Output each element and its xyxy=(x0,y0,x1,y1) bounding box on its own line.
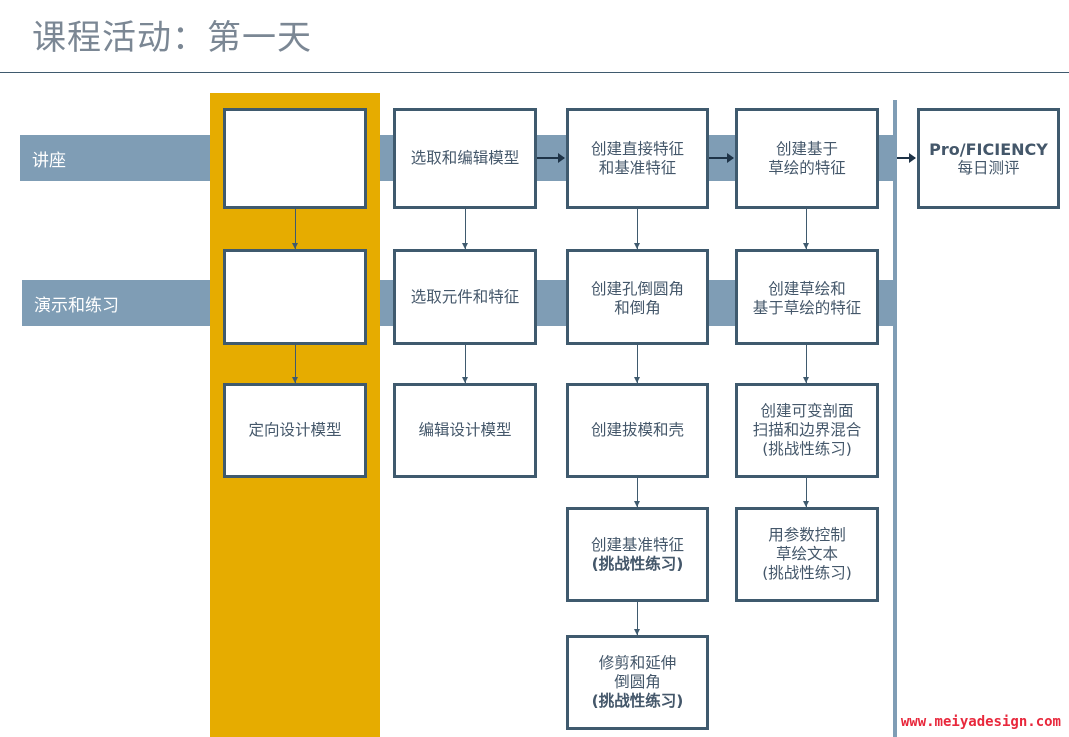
box-label: 创建拔模和壳 xyxy=(590,421,684,439)
box-label: (挑战性练习) xyxy=(762,440,852,458)
arrow-down xyxy=(803,345,809,383)
empty-box xyxy=(223,108,367,209)
box-label: 创建基准特征 xyxy=(590,535,684,554)
arrow-down xyxy=(634,209,640,249)
box-label: 和倒角 xyxy=(614,299,661,317)
box-label: 创建草绘和 xyxy=(768,280,846,298)
flow-box: 定向设计模型 xyxy=(223,383,367,478)
box-label: 选取和编辑模型 xyxy=(410,149,520,167)
box-label: 编辑设计模型 xyxy=(418,421,512,439)
flow-box: 选取元件和特征 xyxy=(393,249,537,345)
flow-box: 创建孔倒圆角和倒角 xyxy=(566,249,709,345)
arrow-down xyxy=(292,345,298,383)
flow-box: 选取和编辑模型 xyxy=(393,108,537,209)
box-label: 草绘的特征 xyxy=(768,158,846,177)
day-divider xyxy=(893,100,897,737)
arrow-down xyxy=(634,345,640,383)
box-label: 选取元件和特征 xyxy=(410,287,520,306)
box-label: (挑战性练习) xyxy=(591,554,684,573)
arrow-down xyxy=(634,478,640,507)
box-label: 草绘文本 xyxy=(775,545,838,563)
box-label: 修剪和延伸 xyxy=(598,654,677,672)
box-label: 用参数控制 xyxy=(768,526,846,544)
box-label: 创建孔倒圆角 xyxy=(590,280,684,298)
arrow-down xyxy=(462,209,468,249)
arrow-right xyxy=(537,153,565,163)
watermark: www.meiyadesign.com xyxy=(900,714,1061,730)
flow-box: 编辑设计模型 xyxy=(393,383,537,478)
box-label: Pro/FICIENCY xyxy=(929,139,1048,159)
lane-label: 演示和练习 xyxy=(34,295,119,316)
box-label: 和基准特征 xyxy=(598,158,677,177)
box-label: 定向设计模型 xyxy=(248,421,342,439)
page-title: 课程活动：第一天 xyxy=(32,18,312,58)
flow-box: 创建基于草绘的特征 xyxy=(735,108,879,209)
flow-box: 创建可变剖面扫描和边界混合(挑战性练习) xyxy=(735,383,879,478)
box-label: 基于草绘的特征 xyxy=(752,299,862,317)
flow-box: 创建基准特征(挑战性练习) xyxy=(566,507,709,602)
box-label: 创建基于 xyxy=(775,139,838,158)
arrow-down xyxy=(292,209,298,249)
flow-box: 创建草绘和基于草绘的特征 xyxy=(735,249,879,345)
box-label: 扫描和边界混合 xyxy=(752,421,862,439)
arrow-down xyxy=(803,209,809,249)
arrow-down xyxy=(803,478,809,507)
box-label: 每日测评 xyxy=(957,158,1020,177)
flow-box: 创建直接特征和基准特征 xyxy=(566,108,709,209)
flow-box: 用参数控制草绘文本(挑战性练习) xyxy=(735,507,879,602)
arrow-down xyxy=(634,602,640,635)
empty-box xyxy=(223,249,367,345)
box-label: (挑战性练习) xyxy=(762,564,852,582)
lane-label: 讲座 xyxy=(32,150,66,171)
flow-box: 创建拔模和壳 xyxy=(566,383,709,478)
flow-box: 修剪和延伸倒圆角(挑战性练习) xyxy=(566,635,709,730)
box-label: 创建直接特征 xyxy=(590,139,684,158)
arrow-down xyxy=(462,345,468,383)
box-label: 创建可变剖面 xyxy=(760,402,854,420)
box-label: 倒圆角 xyxy=(614,673,661,691)
arrow-right xyxy=(709,153,734,163)
box-label: (挑战性练习) xyxy=(591,692,684,710)
arrow-right xyxy=(897,153,916,163)
title-divider xyxy=(0,72,1069,73)
